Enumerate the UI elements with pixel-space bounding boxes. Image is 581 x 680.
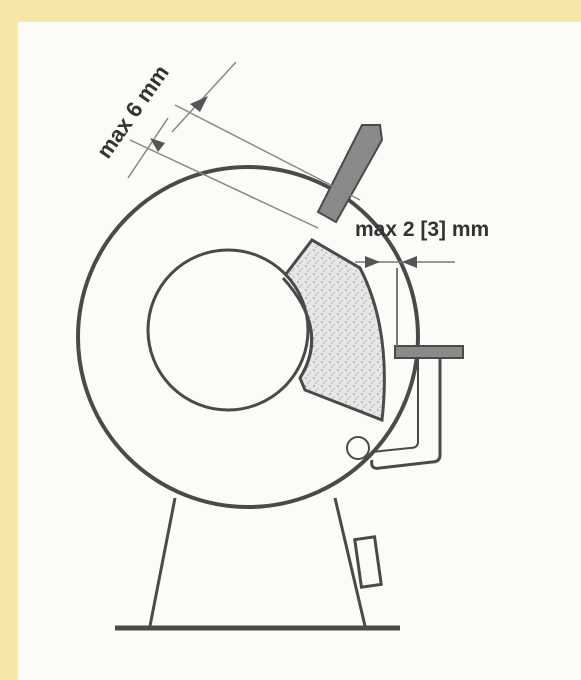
top-gap-ref-line-1	[129, 139, 319, 229]
top-gap-ref-line-2	[174, 104, 361, 201]
wheel-guard	[76, 165, 420, 509]
tool-rest-arm	[370, 358, 442, 470]
left-leg	[148, 497, 177, 627]
side-gap-arrow-right	[402, 256, 417, 268]
side-gap-arrow-left	[365, 256, 380, 268]
top-gap-arrow-2	[190, 96, 208, 112]
spark-guard	[316, 124, 384, 224]
side-gap-label: max 2 [3] mm	[355, 218, 489, 241]
opening-edge	[281, 276, 314, 379]
tool-rest-plate	[394, 345, 464, 359]
tool-rest-support	[371, 358, 419, 453]
top-gap-extension-1	[127, 117, 169, 179]
switch-box	[353, 535, 383, 589]
top-gap-extension-2	[171, 61, 237, 133]
pivot-knob	[346, 436, 370, 460]
top-gap-arrow-1	[150, 138, 165, 152]
inner-opening	[146, 248, 310, 412]
right-leg	[333, 497, 367, 627]
